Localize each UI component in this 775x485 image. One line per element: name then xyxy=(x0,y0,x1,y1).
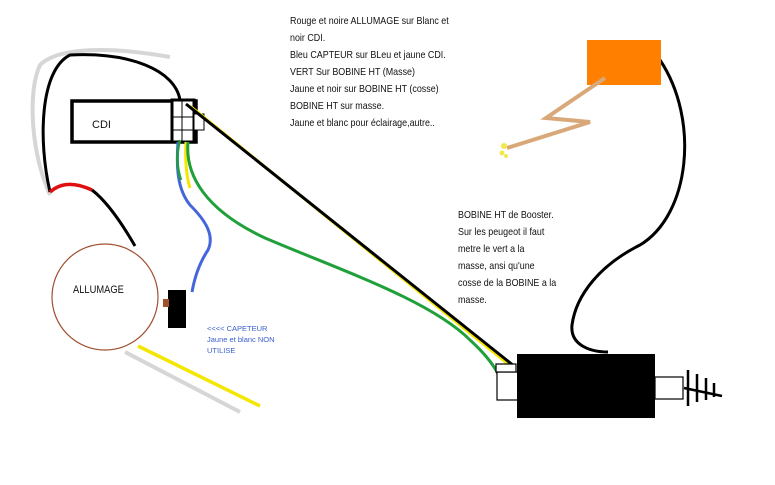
wire-blue xyxy=(175,141,212,293)
wire-white xyxy=(30,48,171,196)
wire-green-stub xyxy=(176,139,183,181)
capteur-line: <<<< CAPETEUR xyxy=(207,324,268,333)
capteur-line: Jaune et blanc NON xyxy=(207,335,275,344)
wire-yellow-allumage xyxy=(137,344,261,408)
ground-symbol-icon xyxy=(683,370,723,406)
instruction-line: Jaune et blanc pour éclairage,autre.. xyxy=(290,117,435,129)
bobine-ht xyxy=(495,354,723,418)
instruction-line: Bleu CAPTEUR sur BLeu et jaune CDI. xyxy=(290,49,446,61)
spark-arc xyxy=(506,76,607,150)
capteur-line: UTILISE xyxy=(207,346,236,355)
spark-plug-cap xyxy=(587,40,661,85)
booster-line: Sur les peugeot il faut xyxy=(458,226,545,238)
booster-line: masse. xyxy=(458,294,487,306)
booster-line: masse, ansi qu'une xyxy=(458,260,535,272)
wire-yellow-cdi xyxy=(184,141,192,189)
booster-note: BOBINE HT de Booster. Sur les peugeot il… xyxy=(458,207,556,309)
instruction-line: Jaune et noir sur BOBINE HT (cosse) xyxy=(290,83,439,95)
wire-ht-lead xyxy=(570,59,687,354)
booster-line: metre le vert a la xyxy=(458,243,525,255)
capteur-sensor xyxy=(163,290,186,328)
wire-black-bobine xyxy=(185,102,515,368)
instruction-line: VERT Sur BOBINE HT (Masse) xyxy=(290,66,415,78)
instructions-note: Rouge et noire ALLUMAGE sur Blanc et noi… xyxy=(290,13,449,132)
wire-red xyxy=(48,182,93,194)
instruction-line: Rouge et noire ALLUMAGE sur Blanc et xyxy=(290,15,449,27)
wire-green-masse xyxy=(186,141,505,393)
cdi-label: CDI xyxy=(92,119,111,131)
capteur-note: <<<< CAPETEUR Jaune et blanc NON UTILISE xyxy=(207,323,275,356)
wire-black-to-allumage xyxy=(91,188,137,247)
wire-black-allumage xyxy=(41,53,182,193)
spark-tip xyxy=(499,143,508,158)
wire-white-allumage xyxy=(124,350,241,414)
instruction-line: BOBINE HT sur masse. xyxy=(290,100,385,112)
cdi-connector xyxy=(170,98,205,144)
booster-line: cosse de la BOBINE a la xyxy=(458,277,557,289)
allumage-stator: ALLUMAGE xyxy=(51,243,159,351)
allumage-label: ALLUMAGE xyxy=(73,284,124,296)
booster-line: BOBINE HT de Booster. xyxy=(458,209,554,221)
instruction-line: noir CDI. xyxy=(290,32,326,44)
